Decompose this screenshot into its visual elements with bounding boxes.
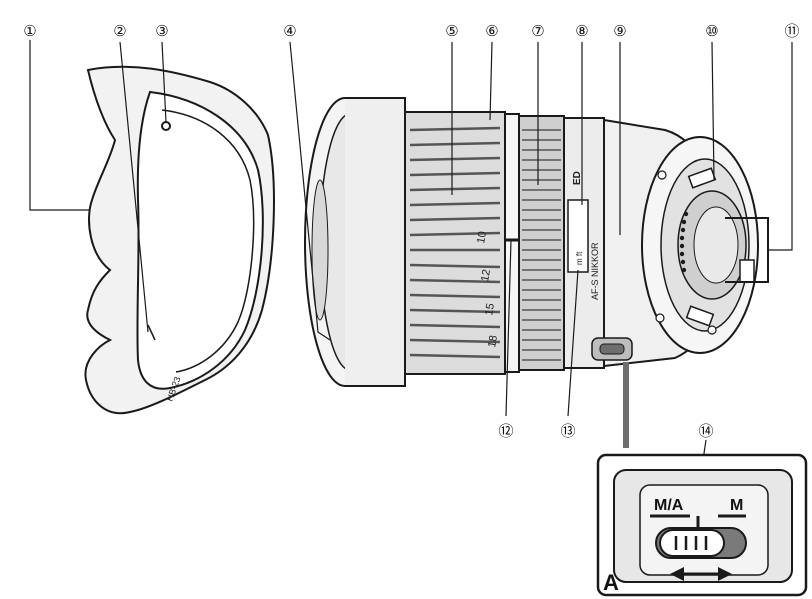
zoom-scale-15: 15 (483, 302, 497, 316)
callout-numbers: ① ② ③ ④ ⑤ ⑥ ⑦ ⑧ ⑨ ⑩ ⑪ ⑫ ⑬ ⑭ (23, 23, 799, 440)
zoom-scale-12: 12 (479, 268, 493, 282)
zoom-ring-ribs (409, 126, 501, 359)
distance-window-text: m ft (575, 251, 584, 265)
focus-mode-switch[interactable] (659, 529, 725, 557)
lens-hood: HB-23 (84, 65, 275, 415)
slide-arrow (670, 567, 732, 581)
zoom-scale: 10 12 15 18 (475, 230, 500, 348)
lens-body: 10 12 15 18 (304, 97, 759, 387)
callout-6: ⑥ (485, 23, 498, 40)
callout-14: ⑭ (698, 423, 713, 440)
zoom-scale-18: 18 (486, 334, 500, 348)
callout-11: ⑪ (784, 23, 799, 40)
inset-letter: A (603, 570, 619, 595)
callout-4: ④ (283, 23, 296, 40)
callout-5: ⑤ (445, 23, 458, 40)
leader-lines (29, 40, 793, 521)
callout-10: ⑩ (705, 23, 718, 40)
callout-12: ⑫ (498, 423, 513, 440)
callout-2: ② (113, 23, 126, 40)
callout-8: ⑧ (575, 23, 588, 40)
focus-mode-inset: M/A M A (596, 453, 808, 597)
callout-9: ⑨ (613, 23, 626, 40)
zoom-scale-10: 10 (475, 230, 489, 244)
inset-mode-m: M (730, 497, 743, 514)
focus-ring-ribs (522, 129, 561, 361)
callout-13: ⑬ (560, 423, 575, 440)
callout-1: ① (23, 23, 36, 40)
barrel-model-text: AF-S NIKKOR (590, 242, 600, 300)
inset-mode-ma: M/A (654, 497, 684, 514)
callout-7: ⑦ (531, 23, 544, 40)
cpu-contacts (679, 211, 689, 273)
callout-3: ③ (155, 23, 168, 40)
barrel-vertical-text: ED (572, 171, 583, 185)
